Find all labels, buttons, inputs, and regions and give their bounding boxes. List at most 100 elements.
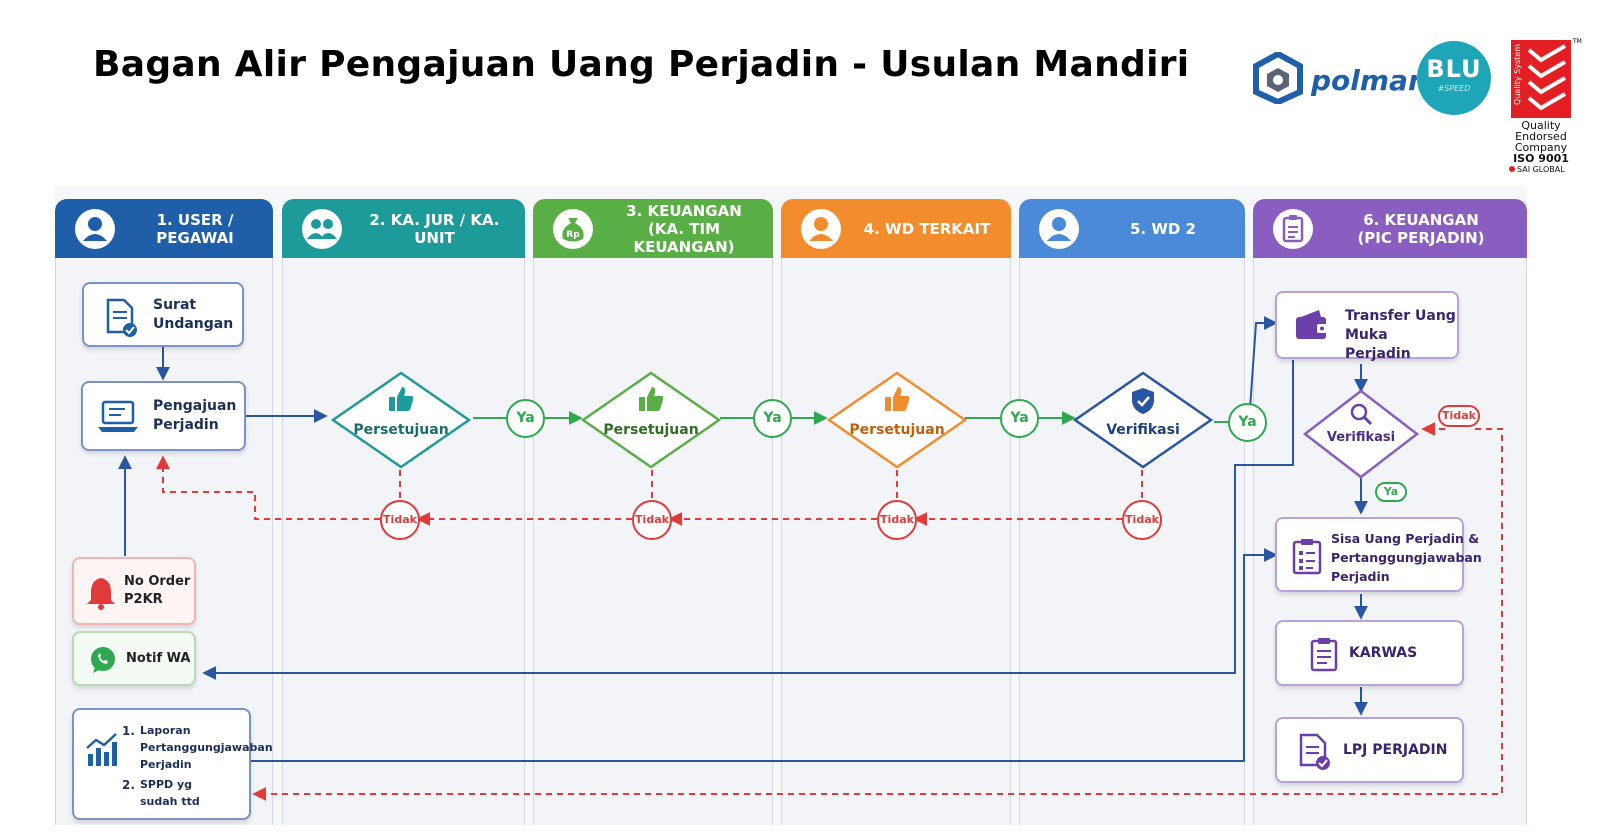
transfer-uang-muka-label: Transfer Uang Muka Perjadin: [1345, 308, 1456, 362]
persetujuan-keuangan-diamond[interactable]: Persetujuan: [580, 370, 722, 470]
lane-header: 2. KA. JUR / KA. UNIT: [282, 199, 525, 258]
user-icon: [801, 209, 841, 249]
user-icon: [1039, 209, 1079, 249]
iso-line: Endorsed: [1515, 130, 1567, 143]
persetujuan-kajur-diamond[interactable]: Persetujuan: [330, 370, 472, 470]
tidak-outcome: Tidak: [1122, 500, 1162, 540]
tidak-outcome: Tidak: [632, 500, 672, 540]
growth-chart-icon: [86, 733, 117, 766]
verifikasi-pic-diamond[interactable]: Verifikasi: [1302, 388, 1420, 480]
lane-title: 6. KEUANGAN (PIC PERJADIN): [1357, 210, 1485, 247]
thumbs-up-icon: [639, 387, 664, 411]
laporan-box[interactable]: 1. Laporan Pertanggungjawaban Perjadin 2…: [72, 708, 273, 820]
laporan-item-2-number: 2.: [122, 778, 135, 792]
lane-header: 6. KEUANGAN (PIC PERJADIN): [1253, 199, 1527, 258]
blu-logo: BLU #SPEED: [1417, 41, 1491, 115]
lpj-perjadin-label: LPJ PERJADIN: [1343, 742, 1448, 758]
persetujuan-kajur-label: Persetujuan: [353, 422, 449, 438]
verifikasi-pic-label: Verifikasi: [1326, 430, 1396, 445]
wallet-icon: [1296, 310, 1329, 339]
persetujuan-keuangan-label: Persetujuan: [603, 422, 699, 438]
diamond-shape: [580, 371, 722, 469]
thumbs-up-icon: [389, 387, 414, 411]
blu-wordmark: BLU: [1426, 55, 1482, 83]
money-bag-icon: Rp: [553, 209, 593, 249]
lane-body: [282, 258, 525, 825]
arrow-transfer-to-notif-wa: [202, 360, 1294, 680]
checkmarks-icon: [1527, 44, 1567, 111]
lane-header: 1. USER / PEGAWAI: [55, 199, 273, 258]
diamond-shape: [1072, 371, 1214, 469]
document-check-icon: [1299, 733, 1330, 770]
whatsapp-icon: [91, 647, 115, 673]
diamond-shape: [826, 371, 968, 469]
lane-title: 2. KA. JUR / KA. UNIT: [369, 210, 500, 247]
lane-header: Rp 3. KEUANGAN (KA. TIM KEUANGAN): [533, 199, 773, 258]
user-icon: [75, 209, 115, 249]
blu-tagline: #SPEED: [1437, 84, 1471, 93]
lane-title: 1. USER / PEGAWAI: [156, 210, 234, 247]
lane-title: 5. WD 2: [1129, 219, 1196, 238]
ya-outcome: Ya: [753, 399, 792, 438]
iso-line: Company: [1514, 141, 1568, 154]
sisa-uang-perjadin-label: Sisa Uang Perjadin & Pertanggungjawaban …: [1331, 531, 1482, 584]
notif-wa-box[interactable]: Notif WA: [72, 631, 196, 686]
notif-wa-label: Notif WA: [126, 651, 191, 666]
logo-group: polman BLU #SPEED Quality System TM Qual…: [1253, 38, 1593, 178]
diamond-shape: [330, 371, 472, 469]
shield-check-icon: [1132, 388, 1154, 414]
magnifier-icon: [1350, 403, 1373, 426]
iso-badge: Quality System: [1511, 40, 1571, 118]
no-order-p2kr-box[interactable]: No Order P2KR: [72, 557, 196, 625]
thumbs-up-icon: [885, 387, 910, 411]
checklist-icon: [1292, 539, 1322, 575]
page-title: Bagan Alir Pengajuan Uang Perjadin - Usu…: [93, 44, 1190, 85]
polman-logo-icon: [1253, 52, 1303, 104]
tidak-outcome: Tidak: [877, 500, 917, 540]
bell-icon: [87, 578, 115, 610]
karwas-box[interactable]: KARWAS: [1275, 620, 1464, 686]
diamond-shape: [1302, 389, 1420, 479]
iso-line: ISO 9001: [1513, 152, 1569, 165]
tidak-outcome: Tidak: [380, 500, 420, 540]
clipboard-icon: [1273, 209, 1313, 249]
lane-title: 4. WD TERKAIT: [863, 219, 991, 238]
lane-kajur: 2. KA. JUR / KA. UNIT: [282, 199, 525, 825]
ya-outcome-pic: Ya: [1375, 482, 1407, 502]
surat-undangan-box[interactable]: Surat Undangan: [82, 282, 244, 347]
laptop-icon: [98, 400, 138, 432]
arrow-reject-pic-to-laporan: [252, 428, 1503, 801]
transfer-uang-muka-box[interactable]: Transfer Uang Muka Perjadin: [1275, 291, 1459, 362]
lane-body: [533, 258, 773, 825]
ya-outcome: Ya: [506, 399, 545, 438]
ya-outcome: Ya: [1228, 403, 1267, 442]
laporan-item-1-text: Laporan Pertanggungjawaban Perjadin: [140, 724, 273, 771]
polman-wordmark: polman: [1311, 64, 1428, 97]
arrow-reject-to-pengajuan: [156, 455, 380, 520]
lane-wd-terkait: 4. WD TERKAIT: [781, 199, 1011, 825]
iso-org: SAI GLOBAL: [1509, 165, 1565, 174]
verifikasi-wd2-diamond[interactable]: Verifikasi: [1072, 370, 1214, 470]
lane-body: [55, 258, 273, 825]
lane-header: 5. WD 2: [1019, 199, 1245, 258]
ya-outcome: Ya: [1000, 399, 1039, 438]
lane-body: [1019, 258, 1245, 825]
pengajuan-perjadin-box[interactable]: Pengajuan Perjadin: [81, 381, 246, 451]
laporan-item-1-number: 1.: [122, 724, 135, 738]
iso-org-text: SAI GLOBAL: [1517, 165, 1565, 174]
lane-title: 3. KEUANGAN (KA. TIM KEUANGAN): [626, 201, 742, 256]
group-icon: [302, 209, 342, 249]
document-check-icon: [106, 298, 137, 337]
verifikasi-wd2-label: Verifikasi: [1106, 422, 1180, 438]
pengajuan-perjadin-label: Pengajuan Perjadin: [153, 398, 237, 433]
karwas-label: KARWAS: [1349, 645, 1418, 661]
lane-body: [781, 258, 1011, 825]
tidak-outcome-pic: Tidak: [1438, 405, 1480, 427]
persetujuan-wd-diamond[interactable]: Persetujuan: [826, 370, 968, 470]
laporan-item-2-text: SPPD yg sudah ttd: [140, 778, 200, 808]
lpj-perjadin-box[interactable]: LPJ PERJADIN: [1275, 717, 1464, 783]
sisa-uang-perjadin-box[interactable]: Sisa Uang Perjadin & Pertanggungjawaban …: [1275, 517, 1482, 592]
money-bag-text: Rp: [566, 230, 580, 240]
no-order-label: No Order P2KR: [124, 574, 191, 607]
